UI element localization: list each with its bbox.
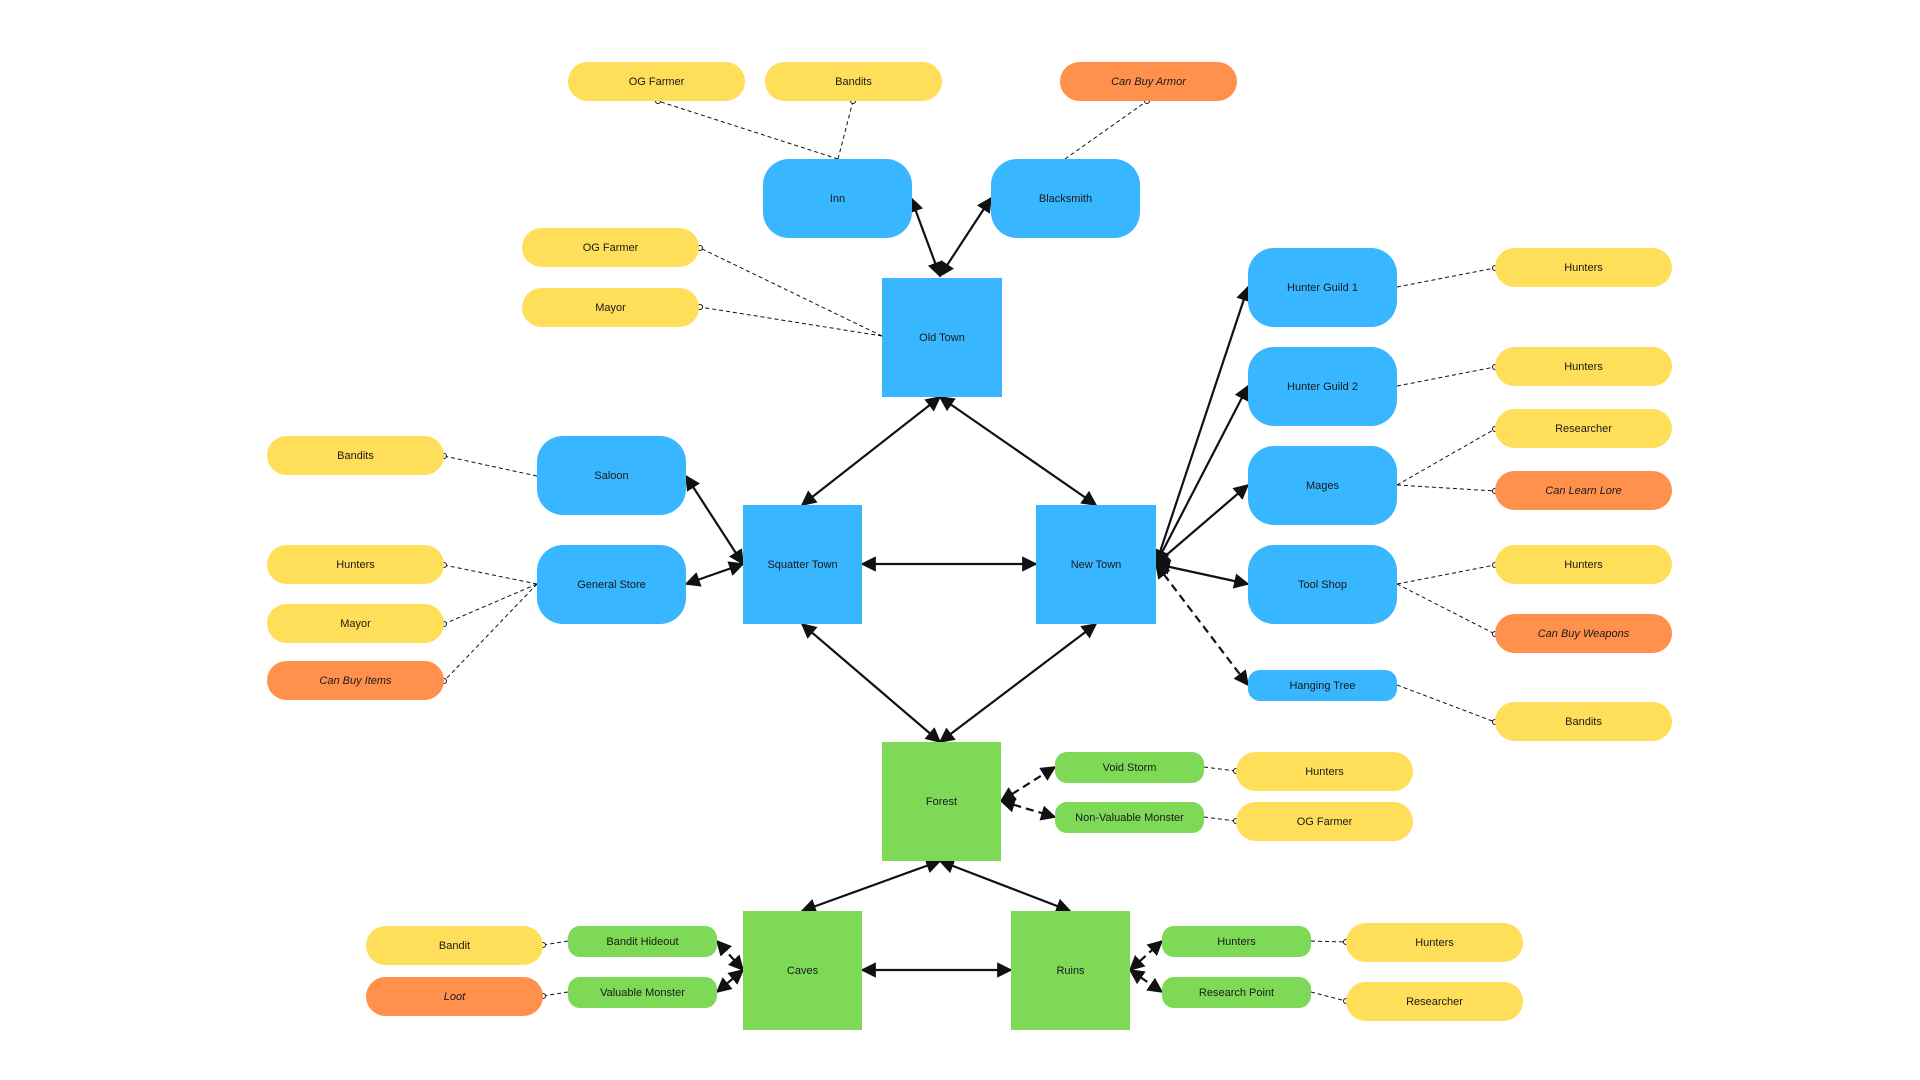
edge-inn-oldtown: [908, 196, 943, 278]
general-store-node[interactable]: General Store: [537, 545, 686, 624]
blacksmith-node[interactable]: Blacksmith: [991, 159, 1140, 238]
can-buy-weapons-tag: Can Buy Weapons: [1495, 614, 1672, 653]
edge-squatter-saloon: [685, 474, 744, 566]
link-inn-ogfarmer: [657, 100, 839, 160]
link-hideout-bandit: [542, 940, 569, 946]
link-toolshop-weapons: [1396, 583, 1496, 635]
monster-og-farmer-tag: OG Farmer: [1236, 802, 1413, 841]
tool-shop-node[interactable]: Tool Shop: [1248, 545, 1397, 624]
link-store-items: [443, 583, 538, 682]
hunters-hunters-tag: Hunters: [1346, 923, 1523, 962]
edge-newtown-tree: [1155, 562, 1249, 687]
edge-squatter-forest: [800, 622, 942, 744]
inn-bandits-tag: Bandits: [765, 62, 942, 101]
loot-tag: Loot: [366, 977, 543, 1016]
edge-caves-hideout: [715, 939, 745, 972]
hideout-bandit-tag: Bandit: [366, 926, 543, 965]
saloon-bandits-tag: Bandits: [267, 436, 444, 475]
hunter-guild-1-node[interactable]: Hunter Guild 1: [1248, 248, 1397, 327]
link-blacksmith-armor: [1064, 100, 1148, 160]
non-valuable-monster-node[interactable]: Non-Valuable Monster: [1055, 802, 1204, 833]
edge-forest-void: [999, 766, 1057, 802]
edge-forest-ruins: [938, 858, 1072, 914]
link-hunters-hunters: [1310, 940, 1347, 943]
squatter-town-node[interactable]: Squatter Town: [743, 505, 862, 624]
edge-blacksmith-oldtown: [939, 196, 992, 278]
void-storm-node[interactable]: Void Storm: [1055, 752, 1204, 783]
link-store-mayor: [443, 583, 538, 625]
saloon-node[interactable]: Saloon: [537, 436, 686, 515]
edge-ruins-hunters: [1128, 939, 1164, 972]
new-town-node[interactable]: New Town: [1036, 505, 1156, 624]
link-store-hunters: [443, 564, 538, 585]
edge-newtown-hg2: [1155, 384, 1249, 566]
link-oldtown-mayor: [699, 306, 883, 337]
link-tree-bandits: [1396, 684, 1496, 723]
can-learn-lore-tag: Can Learn Lore: [1495, 471, 1672, 510]
hg1-hunters-tag: Hunters: [1495, 248, 1672, 287]
link-oldtown-ogfarmer: [699, 247, 883, 337]
hunter-guild-2-node[interactable]: Hunter Guild 2: [1248, 347, 1397, 426]
link-research-researcher: [1310, 991, 1347, 1002]
link-valuable-loot: [542, 991, 569, 997]
research-point-node[interactable]: Research Point: [1162, 977, 1311, 1008]
valuable-monster-node[interactable]: Valuable Monster: [568, 977, 717, 1008]
toolshop-hunters-tag: Hunters: [1495, 545, 1672, 584]
edge-newtown-mages: [1154, 483, 1250, 566]
research-researcher-tag: Researcher: [1346, 982, 1523, 1021]
inn-node[interactable]: Inn: [763, 159, 912, 238]
store-mayor-tag: Mayor: [267, 604, 444, 643]
hg2-hunters-tag: Hunters: [1495, 347, 1672, 386]
ruins-hunters-node[interactable]: Hunters: [1162, 926, 1311, 957]
link-toolshop-hunters: [1396, 564, 1496, 585]
inn-og-farmer-tag: OG Farmer: [568, 62, 745, 101]
caves-node[interactable]: Caves: [743, 911, 862, 1030]
edge-forest-caves: [800, 858, 942, 914]
forest-node[interactable]: Forest: [882, 742, 1001, 861]
link-monster-ogfarmer: [1203, 816, 1237, 822]
mages-researcher-tag: Researcher: [1495, 409, 1672, 448]
edge-newtown-toolshop: [1154, 559, 1250, 589]
can-buy-armor-tag: Can Buy Armor: [1060, 62, 1237, 101]
old-town-node[interactable]: Old Town: [882, 278, 1002, 397]
link-void-hunters: [1203, 766, 1237, 772]
ruins-node[interactable]: Ruins: [1011, 911, 1130, 1030]
link-inn-bandits: [837, 100, 854, 160]
bandit-hideout-node[interactable]: Bandit Hideout: [568, 926, 717, 957]
link-hg2-hunters: [1396, 366, 1496, 387]
link-saloon-bandits: [443, 455, 538, 477]
edge-newtown-hg1: [1153, 285, 1251, 566]
store-hunters-tag: Hunters: [267, 545, 444, 584]
edge-newtown-forest: [938, 623, 1098, 743]
edge-oldtown-newtown: [938, 396, 1098, 506]
edge-ruins-research: [1128, 969, 1164, 993]
edge-squatter-store: [684, 561, 745, 587]
hanging-tree-node[interactable]: Hanging Tree: [1248, 670, 1397, 701]
can-buy-items-tag: Can Buy Items: [267, 661, 444, 700]
oldtown-og-farmer-tag: OG Farmer: [522, 228, 699, 267]
link-hg1-hunters: [1396, 267, 1496, 288]
link-mages-researcher: [1396, 428, 1496, 486]
edge-oldtown-squatter: [800, 396, 942, 506]
edge-caves-valuable: [715, 969, 745, 993]
link-mages-lore: [1396, 484, 1496, 492]
oldtown-mayor-tag: Mayor: [522, 288, 699, 327]
mages-node[interactable]: Mages: [1248, 446, 1397, 525]
void-hunters-tag: Hunters: [1236, 752, 1413, 791]
tree-bandits-tag: Bandits: [1495, 702, 1672, 741]
edge-forest-monster: [999, 797, 1057, 821]
